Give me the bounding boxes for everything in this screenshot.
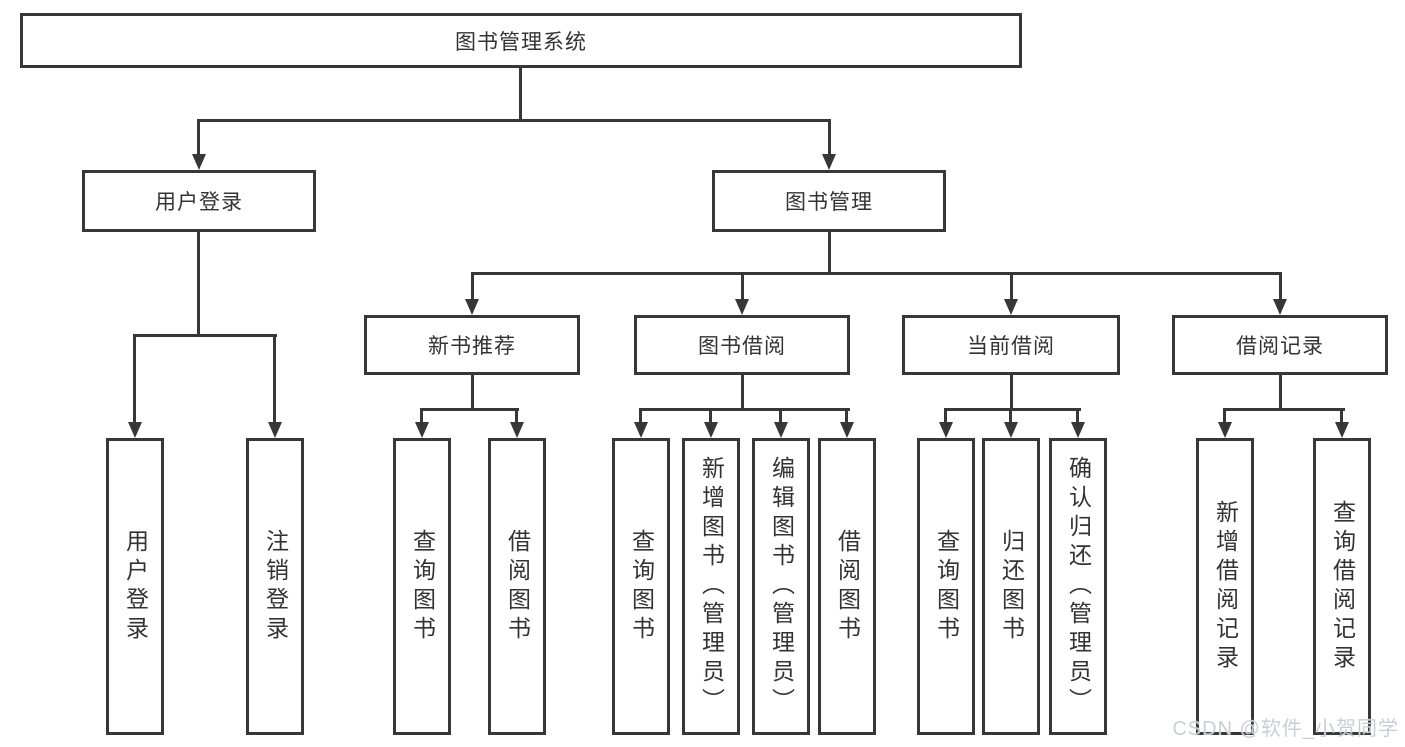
connector-arrow-down-icon [634, 422, 648, 438]
connector-arrow-down-icon [128, 422, 142, 438]
connector-line [1076, 408, 1079, 426]
node-user-login-label: 用户登录 [155, 191, 243, 214]
leaf-borrow-books-1-label: 借阅图书 [504, 528, 531, 645]
node-book-management: 图书管理 [712, 170, 946, 232]
leaf-add-borrow-record-label: 新增借阅记录 [1212, 499, 1239, 674]
leaf-user-login-label: 用户登录 [122, 528, 149, 645]
leaf-return-books-label: 归还图书 [998, 528, 1025, 645]
node-new-book-recommend-label: 新书推荐 [428, 335, 516, 358]
leaf-borrow-books-1: 借阅图书 [488, 438, 546, 735]
connector-line [420, 408, 423, 426]
connector-line [1340, 408, 1343, 426]
connector-line [639, 408, 850, 411]
leaf-edit-books-admin: 编辑图书（管理员） [752, 438, 810, 735]
connector-line [779, 408, 782, 426]
node-current-borrowing-label: 当前借阅 [967, 335, 1055, 358]
connector-arrow-down-icon [1004, 422, 1018, 438]
leaf-query-borrow-record: 查询借阅记录 [1313, 438, 1371, 735]
node-current-borrowing: 当前借阅 [902, 315, 1120, 375]
connector-line [273, 334, 276, 426]
connector-line [1223, 408, 1345, 411]
connector-line [944, 408, 1081, 411]
leaf-confirm-return-admin-label: 确认归还（管理员） [1065, 456, 1092, 717]
leaf-return-books: 归还图书 [982, 438, 1040, 735]
leaf-confirm-return-admin: 确认归还（管理员） [1049, 438, 1107, 735]
connector-line [741, 272, 744, 302]
connector-arrow-down-icon [774, 422, 788, 438]
leaf-user-login: 用户登录 [106, 438, 164, 735]
connector-arrow-down-icon [840, 422, 854, 438]
leaf-borrow-books-2: 借阅图书 [818, 438, 876, 735]
leaf-query-books-2: 查询图书 [612, 438, 670, 735]
connector-line [197, 232, 200, 337]
leaf-edit-books-admin-label: 编辑图书（管理员） [768, 456, 795, 717]
connector-arrow-down-icon [735, 299, 749, 315]
connector-arrow-down-icon [192, 154, 206, 170]
connector-line [709, 408, 712, 426]
connector-arrow-down-icon [1071, 422, 1085, 438]
connector-line [828, 232, 831, 275]
connector-arrow-down-icon [1004, 299, 1018, 315]
connector-arrow-down-icon [415, 422, 429, 438]
connector-line [741, 373, 744, 411]
leaf-add-books-admin-label: 新增图书（管理员） [698, 456, 725, 717]
node-book-borrowing: 图书借阅 [634, 315, 850, 375]
node-system-label: 图书管理系统 [455, 30, 587, 54]
connector-line [471, 373, 474, 411]
csdn-watermark: CSDN @软件_小贺同学 [1172, 718, 1399, 740]
leaf-query-books-2-label: 查询图书 [628, 528, 655, 645]
connector-arrow-down-icon [1273, 299, 1287, 315]
connector-line [519, 67, 522, 121]
leaf-query-borrow-record-label: 查询借阅记录 [1329, 499, 1356, 674]
node-book-management-label: 图书管理 [785, 191, 873, 214]
node-new-book-recommend: 新书推荐 [364, 315, 580, 375]
connector-line [420, 408, 519, 411]
connector-line [845, 408, 848, 426]
connector-line [1010, 272, 1013, 302]
connector-arrow-down-icon [268, 422, 282, 438]
leaf-logout: 注销登录 [246, 438, 304, 735]
connector-line [197, 119, 831, 122]
connector-line [197, 119, 200, 157]
connector-line [515, 408, 518, 426]
leaf-query-books-1: 查询图书 [393, 438, 451, 735]
connector-arrow-down-icon [704, 422, 718, 438]
connector-line [944, 408, 947, 426]
node-borrow-records: 借阅记录 [1172, 315, 1388, 375]
connector-line [1279, 272, 1282, 302]
connector-line [1279, 373, 1282, 411]
connector-arrow-down-icon [1218, 422, 1232, 438]
leaf-query-books-3: 查询图书 [917, 438, 975, 735]
connector-line [639, 408, 642, 426]
leaf-add-books-admin: 新增图书（管理员） [682, 438, 740, 735]
connector-line [1009, 408, 1012, 426]
connector-line [1010, 373, 1013, 411]
connector-arrow-down-icon [1335, 422, 1349, 438]
leaf-query-books-3-label: 查询图书 [933, 528, 960, 645]
connector-arrow-down-icon [939, 422, 953, 438]
connector-line [828, 119, 831, 157]
connector-line [133, 334, 136, 426]
connector-line [471, 272, 474, 302]
leaf-logout-label: 注销登录 [262, 528, 289, 645]
connector-line [471, 272, 1282, 275]
connector-line [1223, 408, 1226, 426]
node-user-login: 用户登录 [82, 170, 316, 232]
leaf-query-books-1-label: 查询图书 [409, 528, 436, 645]
connector-arrow-down-icon [510, 422, 524, 438]
connector-arrow-down-icon [822, 154, 836, 170]
leaf-add-borrow-record: 新增借阅记录 [1196, 438, 1254, 735]
node-system: 图书管理系统 [20, 13, 1022, 68]
node-book-borrowing-label: 图书借阅 [698, 335, 786, 358]
leaf-borrow-books-2-label: 借阅图书 [834, 528, 861, 645]
connector-line [133, 334, 277, 337]
connector-arrow-down-icon [465, 299, 479, 315]
node-borrow-records-label: 借阅记录 [1236, 335, 1324, 358]
